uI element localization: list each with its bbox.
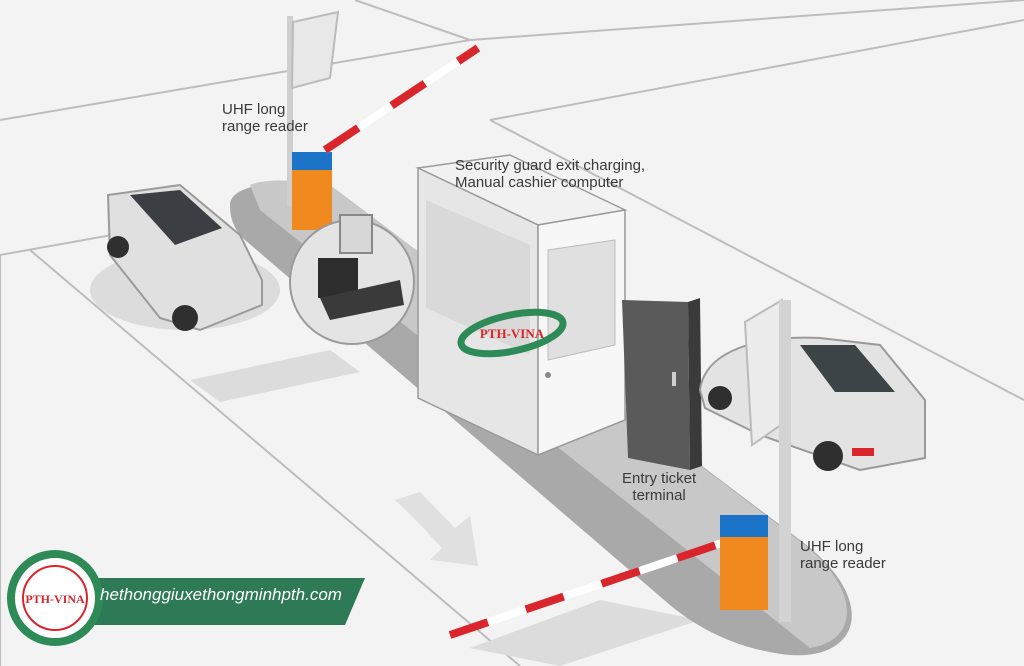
cashier-computer-icon xyxy=(289,214,471,345)
car-icon xyxy=(90,183,280,332)
lane-marking xyxy=(190,350,360,402)
lane-marking xyxy=(470,600,700,666)
barrier-gate-icon xyxy=(292,44,481,230)
logo-text: PTH-VINA xyxy=(480,326,545,341)
banner-logo-text: PTH-VINA xyxy=(25,592,85,606)
car-icon xyxy=(698,336,926,472)
label-booth: Security guard exit charging, Manual cas… xyxy=(455,157,646,191)
label-ticket-terminal: Entry ticket terminal xyxy=(622,470,697,504)
antenna-icon xyxy=(743,298,791,622)
barrier-gate-icon xyxy=(448,515,768,639)
label-uhf-reader-bottom: UHF long range reader xyxy=(800,538,886,572)
antenna-icon xyxy=(287,10,340,206)
logo-icon: PTH-VINA xyxy=(457,308,567,358)
arrow-down-right-icon xyxy=(395,492,478,566)
website-banner: PTH-VINA xyxy=(7,550,365,646)
ticket-terminal xyxy=(622,298,702,470)
website-url: hethonggiuxethongminhpth.com xyxy=(100,585,342,604)
security-booth xyxy=(415,154,628,457)
label-uhf-reader-top: UHF long range reader xyxy=(222,101,308,135)
